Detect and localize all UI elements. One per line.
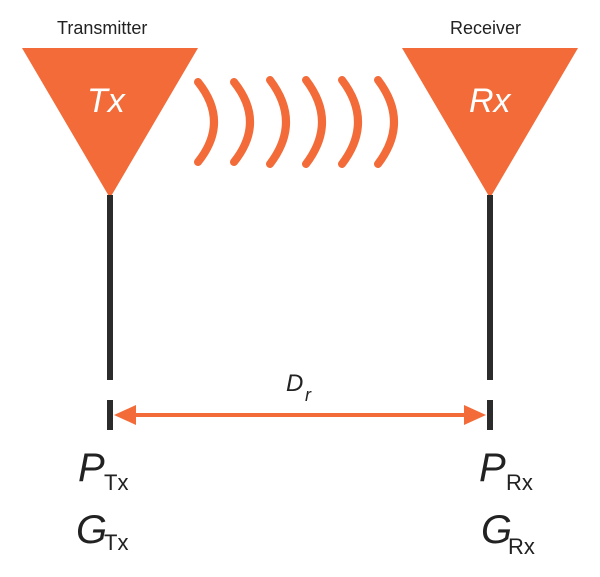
transmitter-symbol: Tx <box>87 82 125 120</box>
signal-wave <box>266 76 290 168</box>
receiver-power-label: P <box>479 446 506 490</box>
arrow-left-icon <box>114 405 136 425</box>
transmitter-power-subscript: Tx <box>104 470 129 495</box>
arrow-right-icon <box>464 405 486 425</box>
transmitter-power-label: P <box>78 446 105 490</box>
distance-label: D <box>286 370 304 397</box>
signal-wave <box>302 76 326 168</box>
receiver-antenna-icon <box>402 48 578 198</box>
signal-wave <box>194 78 218 166</box>
signal-wave <box>374 76 398 168</box>
transmitter-antenna-icon <box>22 48 198 198</box>
receiver-power-subscript: Rx <box>506 470 533 495</box>
transmitter-heading: Transmitter <box>57 18 148 38</box>
signal-waves-icon <box>194 76 398 168</box>
receiver-symbol: Rx <box>469 82 511 120</box>
receiver-gain-label: G <box>481 508 513 552</box>
transmitter-gain-label: G <box>76 508 108 552</box>
receiver-gain-subscript: Rx <box>508 534 535 559</box>
distance-subscript: r <box>305 385 311 405</box>
receiver-heading: Receiver <box>450 18 522 38</box>
signal-wave <box>338 76 362 168</box>
transmitter-gain-subscript: Tx <box>104 530 129 555</box>
signal-wave <box>230 78 254 166</box>
